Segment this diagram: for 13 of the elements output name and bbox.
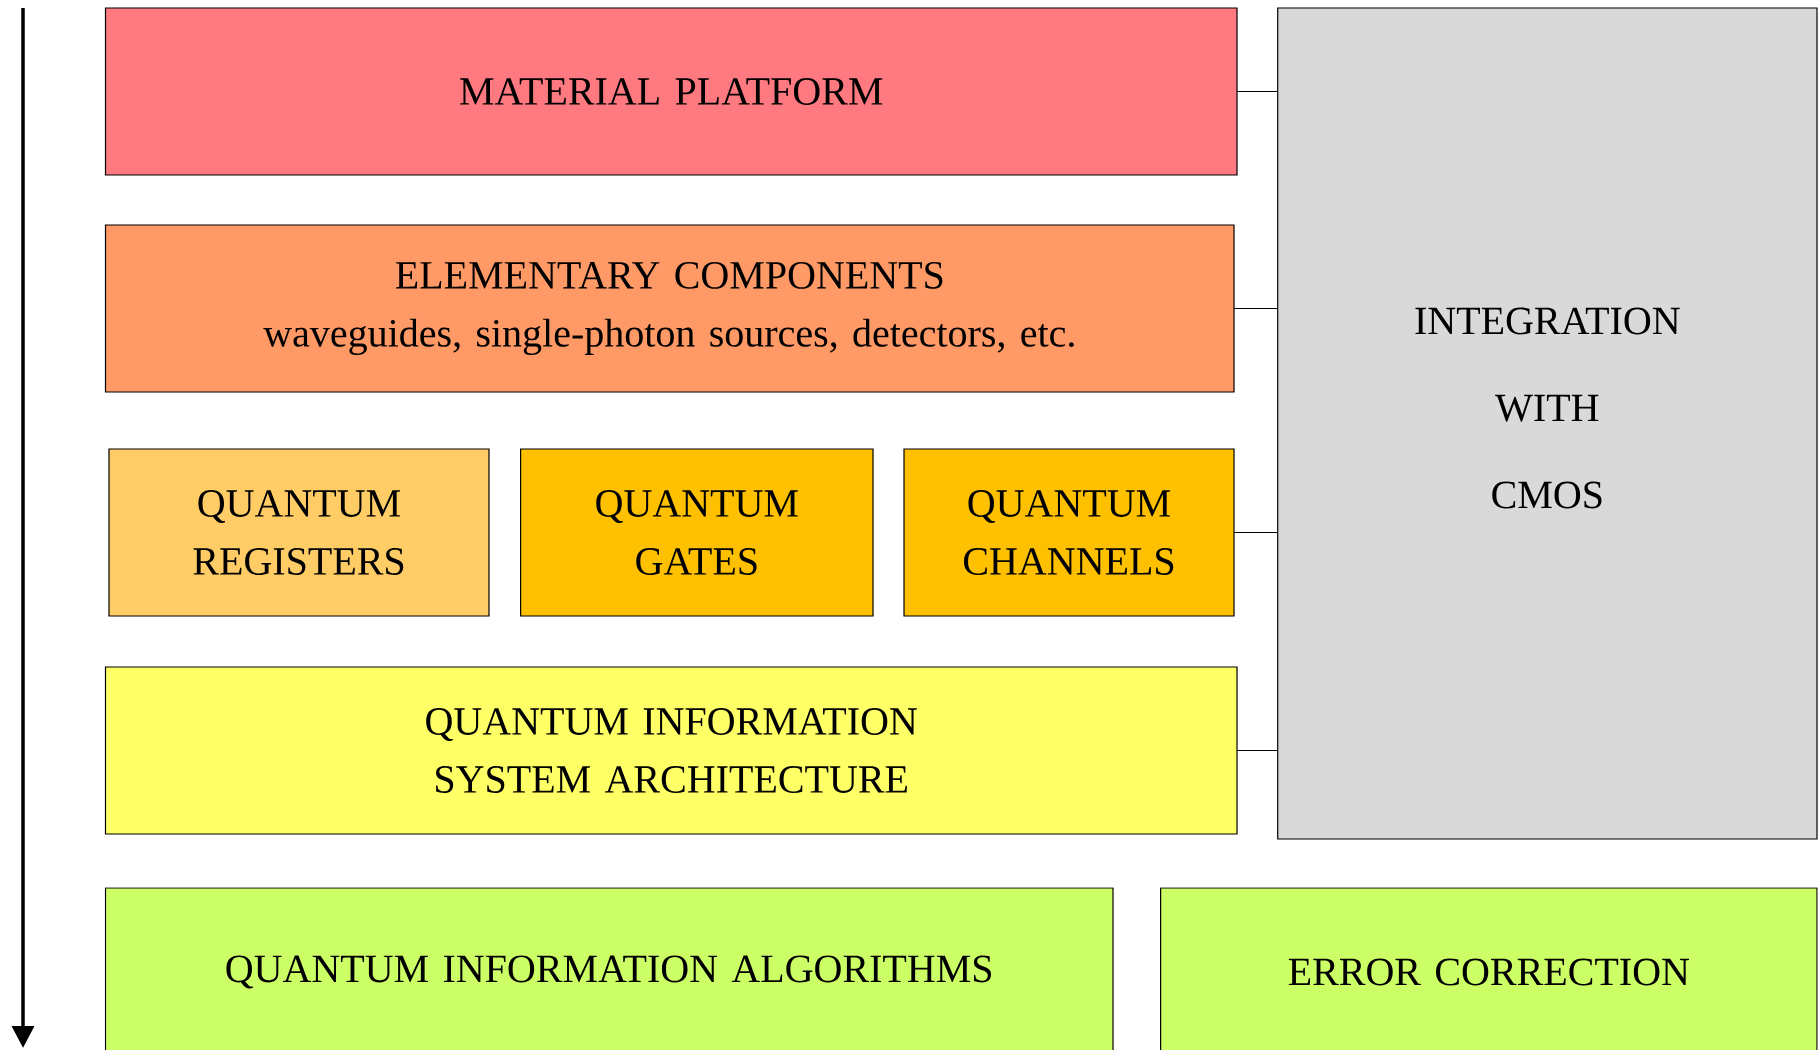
process-box: MATERIAL PLATFORM <box>104 7 1238 176</box>
connector-line <box>1233 307 1279 310</box>
process-box: ERROR CORRECTION <box>1160 887 1818 1050</box>
process-box: QUANTUM INFORMATION ALGORITHMS <box>104 887 1114 1050</box>
process-box: QUANTUM INFORMATION SYSTEM ARCHITECTURE <box>104 666 1238 835</box>
connector-line <box>1236 749 1279 752</box>
connector-line <box>1236 90 1279 93</box>
process-box: QUANTUM REGISTERS <box>108 448 490 617</box>
connector-line <box>1233 531 1279 534</box>
process-box: ELEMENTARY COMPONENTS waveguides, single-photon sources, detectors, etc. <box>104 224 1235 393</box>
process-box: QUANTUM GATES <box>520 448 874 617</box>
process-box: QUANTUM CHANNELS <box>903 448 1235 617</box>
integration-panel: INTEGRATION WITH CMOS <box>1277 7 1818 840</box>
